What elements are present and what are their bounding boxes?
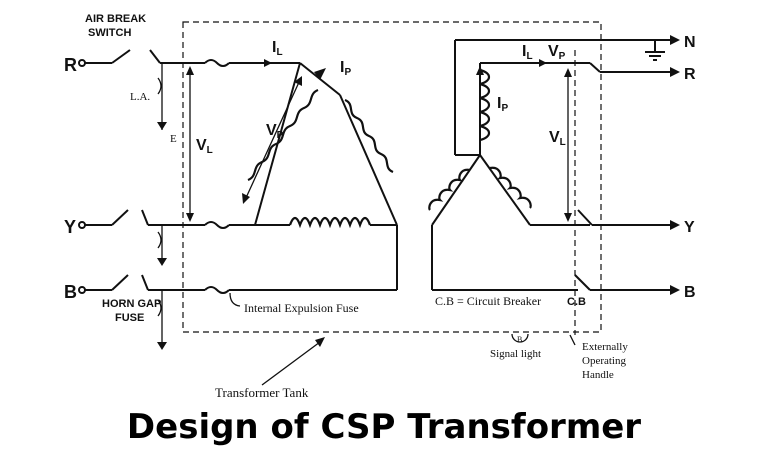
horn-gap-label-1: HORN GAP bbox=[102, 298, 161, 310]
ext-handle-label-3: Handle bbox=[582, 369, 614, 381]
terminal-y-in: Y bbox=[64, 217, 76, 237]
output-b-line bbox=[574, 274, 680, 295]
e-label: E bbox=[170, 133, 177, 145]
horn-gap-label-2: FUSE bbox=[115, 312, 144, 324]
transformer-tank-outline bbox=[182, 21, 602, 333]
ip-primary-label: IP bbox=[340, 59, 351, 78]
vp-secondary-label: VP bbox=[548, 43, 566, 62]
il-secondary-label: IL bbox=[522, 43, 533, 62]
terminal-n-out: N bbox=[684, 34, 696, 51]
air-break-label-1: AIR BREAK bbox=[85, 13, 146, 25]
ext-handle-label-2: Operating bbox=[582, 355, 626, 367]
lightning-arrester-y bbox=[157, 225, 167, 266]
signal-light-label: Signal light bbox=[490, 348, 541, 360]
output-r-line bbox=[575, 62, 680, 77]
lightning-arrester-r bbox=[157, 63, 167, 130]
input-y-line bbox=[78, 209, 285, 229]
air-break-label-2: SWITCH bbox=[88, 27, 131, 39]
primary-delta-winding bbox=[247, 62, 398, 290]
il-primary-label: IL bbox=[272, 39, 283, 58]
vl-secondary-label: VL bbox=[549, 129, 566, 148]
la-label: L.A. bbox=[130, 91, 150, 103]
vp-primary-arrow bbox=[242, 76, 302, 204]
tank-pointer bbox=[261, 337, 325, 386]
terminal-r-out: R bbox=[684, 66, 696, 83]
vl-secondary-arrow bbox=[564, 68, 572, 222]
terminal-b-out: B bbox=[684, 284, 696, 301]
lightning-arrester-b bbox=[157, 290, 167, 350]
cb-label: C.B bbox=[567, 296, 586, 308]
output-n-line bbox=[645, 35, 680, 61]
handle-arrow bbox=[569, 334, 576, 346]
ext-handle-label-1: Externally bbox=[582, 341, 628, 353]
ip-secondary-label: IP bbox=[497, 95, 508, 114]
terminal-b-in: B bbox=[64, 282, 77, 302]
terminal-r-in: R bbox=[64, 55, 77, 75]
ip-primary-arrow bbox=[314, 68, 326, 80]
internal-fuse-label: Internal Expulsion Fuse bbox=[244, 301, 359, 315]
transformer-tank-label: Transformer Tank bbox=[215, 385, 309, 400]
fuse-pointer bbox=[229, 292, 241, 307]
page-title: Design of CSP Transformer bbox=[127, 407, 641, 447]
circuit-breaker-label: C.B = Circuit Breaker bbox=[435, 294, 541, 308]
vl-primary-arrow bbox=[186, 66, 194, 222]
output-y-line bbox=[575, 209, 680, 230]
secondary-star-winding bbox=[428, 39, 678, 291]
signal-light-icon: B bbox=[511, 333, 529, 344]
input-r-line bbox=[78, 49, 300, 67]
ip-secondary-arrow bbox=[476, 66, 484, 75]
terminal-y-out: Y bbox=[684, 219, 695, 236]
input-b-line bbox=[78, 274, 397, 294]
vl-primary-label: VL bbox=[196, 137, 213, 156]
svg-text:B: B bbox=[517, 335, 522, 344]
vp-primary-label: VP bbox=[266, 122, 284, 141]
